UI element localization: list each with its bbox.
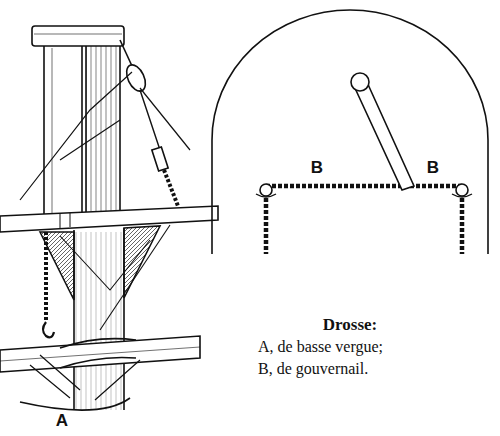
callout-letter: B [426, 159, 440, 178]
caption-line: B, de gouvernail. [258, 360, 368, 378]
callout-letter: A [55, 412, 69, 431]
rudder-head [351, 73, 369, 91]
caption-heading: Drosse: [323, 316, 377, 335]
caption-line: A, de basse vergue; [258, 338, 383, 356]
stern-outline [212, 10, 488, 254]
mast-illustration [0, 26, 218, 410]
chain [266, 184, 462, 189]
callout-letter: B [310, 159, 324, 178]
tiller-illustration [212, 10, 488, 254]
tiller [354, 80, 414, 190]
